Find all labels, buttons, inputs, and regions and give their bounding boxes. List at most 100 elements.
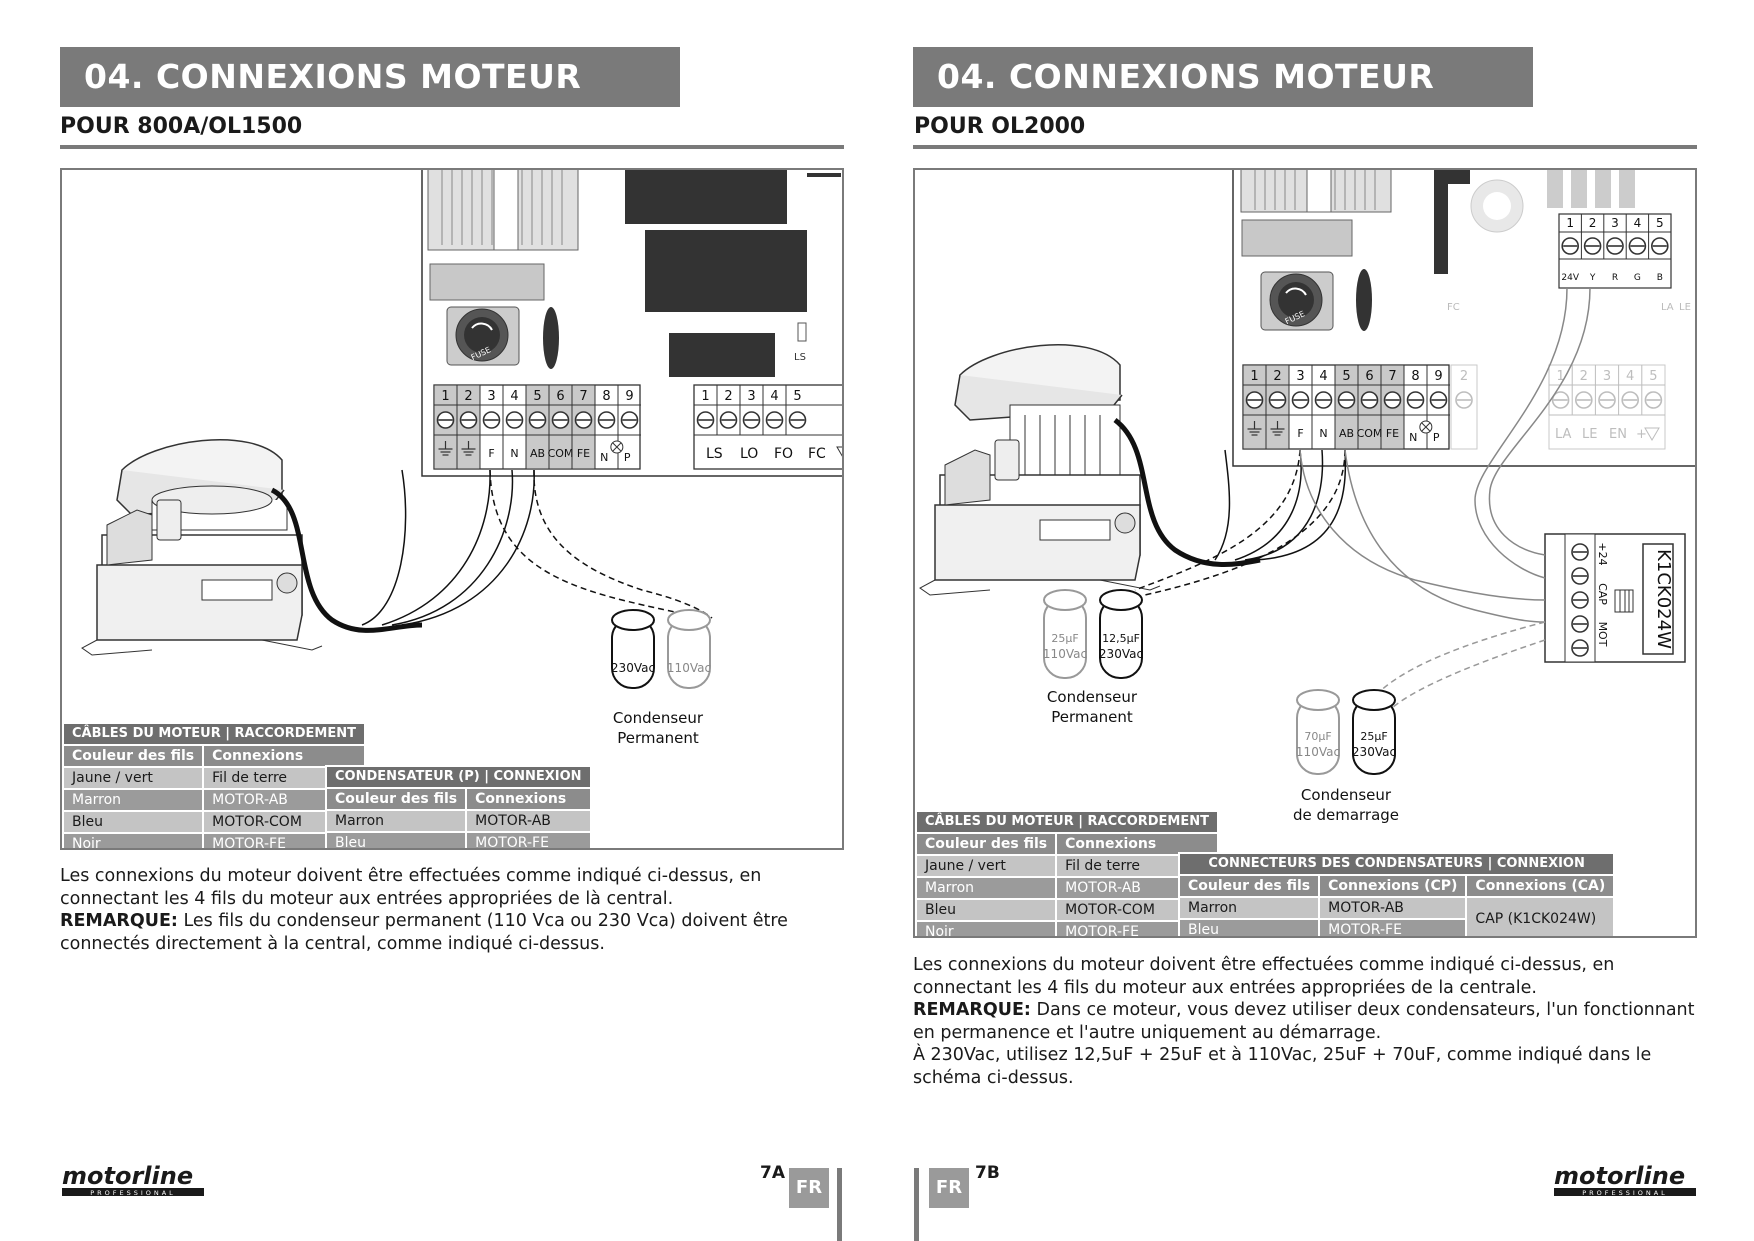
capacitor-table: CONDENSATEUR (P) | CONNEXION Couleur des… xyxy=(324,765,592,848)
motor-cables-table: CÂBLES DU MOTEUR | RACCORDEMENT Couleur … xyxy=(62,722,366,848)
svg-text:P: P xyxy=(1433,431,1440,444)
terminal-number: 2 xyxy=(464,389,472,404)
svg-text:LO: LO xyxy=(740,446,758,462)
capacitor-110vac: 110Vac xyxy=(667,609,711,689)
terminal-number: 1 xyxy=(1250,369,1258,384)
table-title: CÂBLES DU MOTEUR | RACCORDEMENT xyxy=(62,722,366,746)
svg-text:MOT: MOT xyxy=(1596,622,1609,647)
motor-cables-table: CÂBLES DU MOTEUR | RACCORDEMENT Couleur … xyxy=(915,810,1219,936)
table-header: Connexions (CA) xyxy=(1465,874,1616,898)
terminal-number: 4 xyxy=(1319,369,1327,384)
terminal-number: 3 xyxy=(1296,369,1304,384)
remark-text: Les fils du condenseur permanent (110 Vc… xyxy=(60,911,788,954)
terminal-number: 3 xyxy=(747,389,755,404)
capacitor-caption: Condenseur xyxy=(613,709,704,727)
capacitor-70uf-110vac: 70µF 110Vac xyxy=(1296,689,1340,775)
terminal-number: 1 xyxy=(1566,216,1574,230)
table-row: Noir MOTOR-FE xyxy=(62,832,366,848)
language-badge: FR xyxy=(789,1168,829,1208)
terminal-number: 5 xyxy=(1342,369,1350,384)
remark-label: REMARQUE: xyxy=(913,1000,1031,1021)
svg-text:230Vac: 230Vac xyxy=(611,661,655,675)
relay-block-2 xyxy=(645,230,807,312)
capacitor-25uf-230vac: 25µF 230Vac xyxy=(1352,689,1396,775)
svg-text:COM: COM xyxy=(1357,427,1383,440)
svg-text:de demarrage: de demarrage xyxy=(1293,806,1399,824)
capacitor-module: K1CK024W +24 CAP MOT xyxy=(1544,533,1686,663)
svg-text:Condenseur: Condenseur xyxy=(1301,786,1392,804)
svg-text:PROFESSIONAL: PROFESSIONAL xyxy=(1582,1189,1668,1197)
table-row: Bleu MOTOR-FE xyxy=(1177,918,1614,936)
svg-text:+24: +24 xyxy=(1596,542,1609,565)
terminal-number: 7 xyxy=(1388,369,1396,384)
svg-text:FE: FE xyxy=(577,447,590,460)
terminal-number: 6 xyxy=(1365,369,1373,384)
svg-text:N: N xyxy=(1319,427,1327,440)
motor-drawing xyxy=(919,344,1161,596)
section-subtitle: POUR 800A/OL1500 xyxy=(60,114,303,139)
svg-text:G: G xyxy=(1634,273,1641,283)
svg-text:motorline: motorline xyxy=(1554,1162,1685,1190)
table-title: CÂBLES DU MOTEUR | RACCORDEMENT xyxy=(915,810,1219,834)
page-7b: 04. CONNEXIONS MOTEUR POUR OL2000 FUSE xyxy=(877,0,1754,1241)
svg-text:COM: COM xyxy=(548,447,574,460)
paragraph-connections: Les connexions du moteur doivent être ef… xyxy=(60,866,762,909)
table-row: Jaune / vert Fil de terre xyxy=(915,854,1219,878)
terminal-number: 4 xyxy=(510,389,518,404)
svg-text:70µF: 70µF xyxy=(1304,730,1331,743)
terminal-number: 5 xyxy=(793,389,801,404)
body-text: Les connexions du moteur doivent être ef… xyxy=(60,865,850,955)
terminal-number: 8 xyxy=(602,389,610,404)
terminal-number: 2 xyxy=(724,389,732,404)
svg-text:2: 2 xyxy=(1580,369,1588,384)
svg-text:N: N xyxy=(1409,431,1417,444)
svg-text:Y: Y xyxy=(1589,273,1596,283)
table-row: Marron MOTOR-AB xyxy=(324,809,592,833)
table-row: Jaune / vert Fil de terre xyxy=(62,766,366,790)
svg-text:+V: +V xyxy=(1636,427,1656,442)
svg-text:LE: LE xyxy=(1582,427,1597,442)
svg-text:110Vac: 110Vac xyxy=(667,661,711,675)
section-subtitle: POUR OL2000 xyxy=(914,114,1086,139)
svg-text:FE: FE xyxy=(1386,427,1399,440)
svg-text:FC: FC xyxy=(808,446,826,462)
svg-text:CAP: CAP xyxy=(1596,583,1609,605)
table-row: Bleu MOTOR-FE xyxy=(324,831,592,848)
svg-text:F: F xyxy=(1297,427,1303,440)
svg-text:N: N xyxy=(600,451,608,464)
svg-text:FC: FC xyxy=(1447,302,1460,313)
module-name: K1CK024W xyxy=(1653,549,1674,649)
table-header: Couleur des fils xyxy=(62,744,205,768)
svg-text:FO: FO xyxy=(774,446,793,462)
svg-text:LA: LA xyxy=(1661,302,1674,313)
terminal-number: 4 xyxy=(1634,216,1642,230)
terminal-number: 2 xyxy=(1589,216,1597,230)
svg-text:5: 5 xyxy=(1649,369,1657,384)
svg-text:PROFESSIONAL: PROFESSIONAL xyxy=(90,1189,176,1197)
remark-label: REMARQUE: xyxy=(60,911,178,932)
svg-text:B: B xyxy=(1657,273,1663,283)
terminal-number: 3 xyxy=(1611,216,1619,230)
fuse-icon: FUSE xyxy=(1260,271,1334,331)
board-label-plate xyxy=(429,263,545,301)
footer-divider xyxy=(837,1168,842,1241)
subtitle-rule xyxy=(913,145,1697,149)
relay-block-1 xyxy=(625,170,787,224)
table-row: Bleu MOTOR-COM xyxy=(62,810,366,834)
terminal-number: 9 xyxy=(625,389,633,404)
terminal-number: 5 xyxy=(1656,216,1664,230)
svg-text:F: F xyxy=(488,447,494,460)
svg-text:LE: LE xyxy=(1679,302,1691,313)
terminal-number: 9 xyxy=(1434,369,1442,384)
table-header: Connexions xyxy=(202,744,366,768)
svg-text:AB: AB xyxy=(1339,427,1354,440)
svg-text:P: P xyxy=(624,451,631,464)
svg-text:1: 1 xyxy=(1556,369,1564,384)
svg-text:motorline: motorline xyxy=(62,1162,193,1190)
